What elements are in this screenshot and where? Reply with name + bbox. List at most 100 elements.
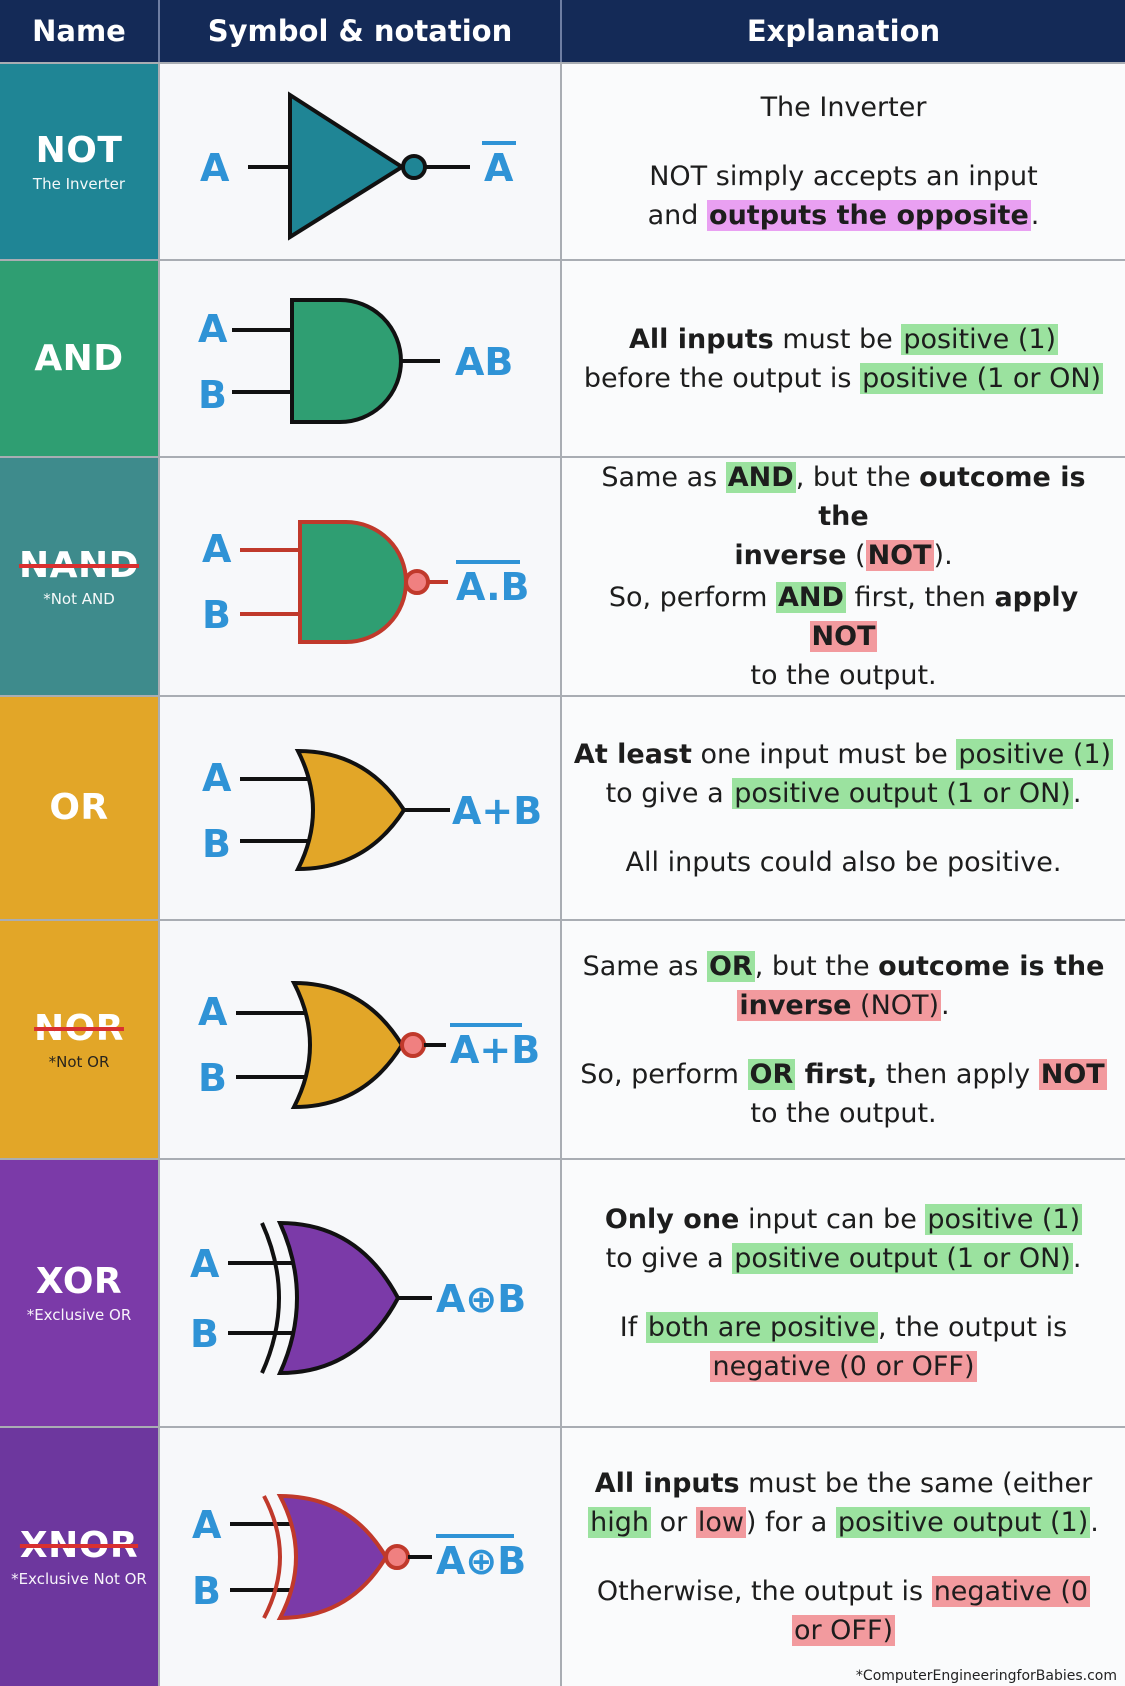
exp-text: or	[651, 1507, 696, 1538]
highlight-green: positive (1)	[925, 1204, 1083, 1235]
highlight-green: both are positive	[645, 1312, 878, 1343]
symbol-cell-xnor: A B A⊕B	[160, 1428, 562, 1686]
exp-bold: outcome is the	[818, 462, 1086, 532]
gate-subtitle: *Not OR	[48, 1052, 110, 1071]
output-label: A⊕B	[436, 1539, 526, 1583]
gate-name: XOR	[35, 1261, 123, 1302]
exp-text: must be the same (either	[739, 1468, 1093, 1499]
explanation-and: All inputs must be positive (1) before t…	[562, 261, 1125, 456]
name-cell-nand: NAND *Not AND	[0, 458, 160, 695]
output-label: A+B	[452, 789, 542, 833]
explanation-title: The Inverter	[760, 92, 927, 123]
exp-text: .	[1072, 1243, 1082, 1274]
explanation-xor: Only one input can be positive (1) to gi…	[562, 1160, 1125, 1426]
exp-text: .	[941, 989, 950, 1021]
input-label-a: A	[200, 146, 230, 190]
input-label-b: B	[202, 593, 231, 637]
gate-name: XNOR	[19, 1525, 139, 1566]
name-cell-nor: NOR *Not OR	[0, 921, 160, 1158]
input-label-b: B	[202, 822, 231, 866]
gate-name: AND	[34, 337, 124, 379]
exp-text: ).	[933, 540, 953, 571]
exp-text: first, then	[845, 582, 995, 613]
name-cell-and: AND	[0, 261, 160, 456]
explanation-or: At least one input must be positive (1) …	[562, 697, 1125, 919]
name-cell-or: OR	[0, 697, 160, 919]
exp-text: So, perform	[580, 1058, 748, 1090]
gate-name: NAND	[18, 544, 139, 586]
input-label-a: A	[202, 527, 232, 571]
exp-line: NOT simply accepts an input	[649, 161, 1038, 192]
not-gate-icon: A A	[200, 90, 516, 241]
exp-bold: outcome is the	[878, 950, 1105, 982]
symbol-cell-nor: A B A+B	[160, 921, 562, 1158]
highlight-green: positive (1)	[901, 323, 1059, 355]
gate-subtitle: *Not AND	[43, 589, 115, 608]
exp-text: to give a	[605, 1243, 733, 1274]
input-label-b: B	[198, 1056, 227, 1100]
exp-text: to give a	[605, 777, 733, 809]
highlight-green: AND	[725, 462, 796, 493]
nand-gate-icon: A B A.B	[202, 519, 530, 644]
exp-text: Otherwise, the output is	[596, 1576, 932, 1607]
highlight-red: low	[695, 1507, 746, 1538]
highlight-green: positive output (1 or ON)	[732, 1243, 1073, 1274]
exp-text: and	[647, 200, 708, 231]
exp-text: to the output.	[750, 660, 937, 691]
highlight-red: NOT	[809, 621, 878, 652]
header-explanation: Explanation	[746, 14, 941, 48]
highlight-red: or OFF)	[791, 1615, 896, 1646]
gate-name: NOR	[34, 1007, 124, 1049]
gate-name: OR	[49, 787, 109, 828]
highlight-red-bold: inverse	[739, 989, 852, 1021]
input-label-a: A	[192, 1503, 222, 1547]
exp-text: input can be	[739, 1204, 926, 1235]
header-name: Name	[0, 0, 160, 62]
exp-text: (	[846, 540, 866, 571]
row-or: OR A B A+B At least one input must be po…	[0, 695, 1125, 919]
exp-text: .	[1090, 1507, 1099, 1538]
exp-text: Same as	[582, 950, 707, 982]
highlight-green: positive output (1 or ON)	[732, 777, 1073, 809]
explanation-nand: Same as AND, but the outcome is the inve…	[562, 458, 1125, 695]
exp-text: ) for a	[745, 1507, 836, 1538]
highlight-green: OR	[706, 950, 755, 982]
exp-bold: All inputs	[594, 1468, 740, 1499]
output-label: A⊕B	[436, 1277, 526, 1321]
row-nor: NOR *Not OR A B A+B Same as OR, but the …	[0, 919, 1125, 1158]
exp-bold: All inputs	[628, 323, 774, 355]
highlight-green: positive output (1)	[835, 1507, 1091, 1538]
and-gate-icon: A B AB	[198, 297, 513, 424]
symbol-cell-and: A B AB	[160, 261, 562, 456]
exp-bold: inverse	[734, 540, 847, 571]
name-cell-xor: XOR *Exclusive OR	[0, 1160, 160, 1426]
table-header: Name Symbol & notation Explanation	[0, 0, 1125, 62]
exp-text: , but the	[754, 950, 879, 982]
input-label-a: A	[198, 990, 228, 1034]
input-label-b: B	[190, 1312, 219, 1356]
input-label-a: A	[190, 1242, 220, 1286]
exp-bold: first,	[795, 1058, 878, 1090]
explanation-not: The Inverter NOT simply accepts an input…	[562, 64, 1125, 259]
gate-subtitle: *Exclusive Not OR	[11, 1570, 147, 1588]
symbol-cell-xor: A B A⊕B	[160, 1160, 562, 1426]
output-label: A	[484, 146, 514, 190]
footer-credit: *ComputerEngineeringforBabies.com	[855, 1668, 1117, 1684]
input-label-b: B	[198, 373, 227, 417]
row-and: AND A B AB All inputs must be positive (…	[0, 259, 1125, 456]
highlight-red: NOT	[865, 540, 934, 571]
output-label: A+B	[450, 1028, 540, 1072]
highlight-red: negative (0 or OFF)	[710, 1351, 977, 1382]
exp-text: If	[619, 1312, 646, 1343]
explanation-nor: Same as OR, but the outcome is the inver…	[562, 921, 1125, 1158]
output-label: AB	[455, 340, 513, 384]
exp-text: one input must be	[691, 738, 957, 770]
exp-text: then apply	[877, 1058, 1039, 1090]
exp-text: So, perform	[608, 582, 777, 613]
exp-text: .	[1030, 200, 1040, 231]
or-gate-icon: A B A+B	[202, 748, 542, 871]
exp-text: before the output is	[583, 362, 861, 394]
row-not: NOT The Inverter A A The Inverter NOT si…	[0, 62, 1125, 259]
highlight-green: OR	[747, 1058, 796, 1090]
